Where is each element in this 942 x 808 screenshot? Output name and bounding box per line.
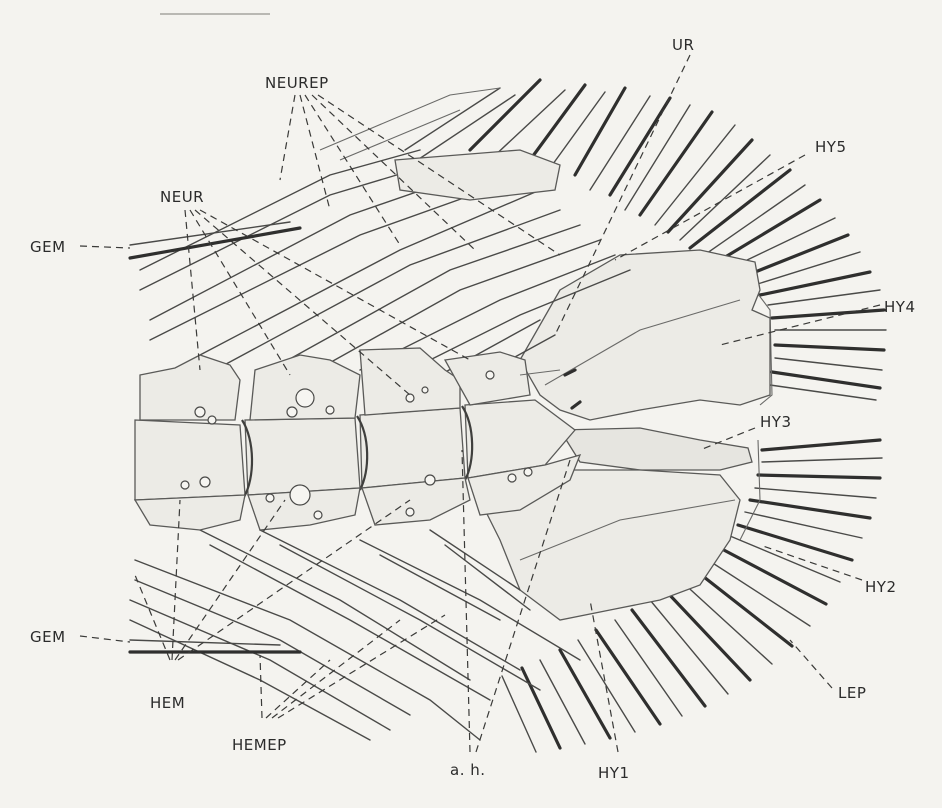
label-hy4: HY4 <box>884 298 916 316</box>
centrum-3 <box>360 408 465 488</box>
label-neur: NEUR <box>160 188 204 206</box>
centrum-1 <box>135 420 245 500</box>
label-gem-bottom: GEM <box>30 628 66 646</box>
label-hemep: HEMEP <box>232 736 287 754</box>
label-hy3: HY3 <box>760 413 792 431</box>
label-lep: LEP <box>838 684 866 702</box>
label-hem: HEM <box>150 694 185 712</box>
label-ur: UR <box>672 36 694 54</box>
epural-plate <box>395 150 560 200</box>
centrum-2 <box>245 418 360 495</box>
label-ah: a. h. <box>450 761 486 779</box>
label-hy1: HY1 <box>598 764 630 782</box>
label-neurep: NEUREP <box>265 74 329 92</box>
label-hy5: HY5 <box>815 138 847 156</box>
label-gem-top: GEM <box>30 238 66 256</box>
label-hy2: HY2 <box>865 578 897 596</box>
